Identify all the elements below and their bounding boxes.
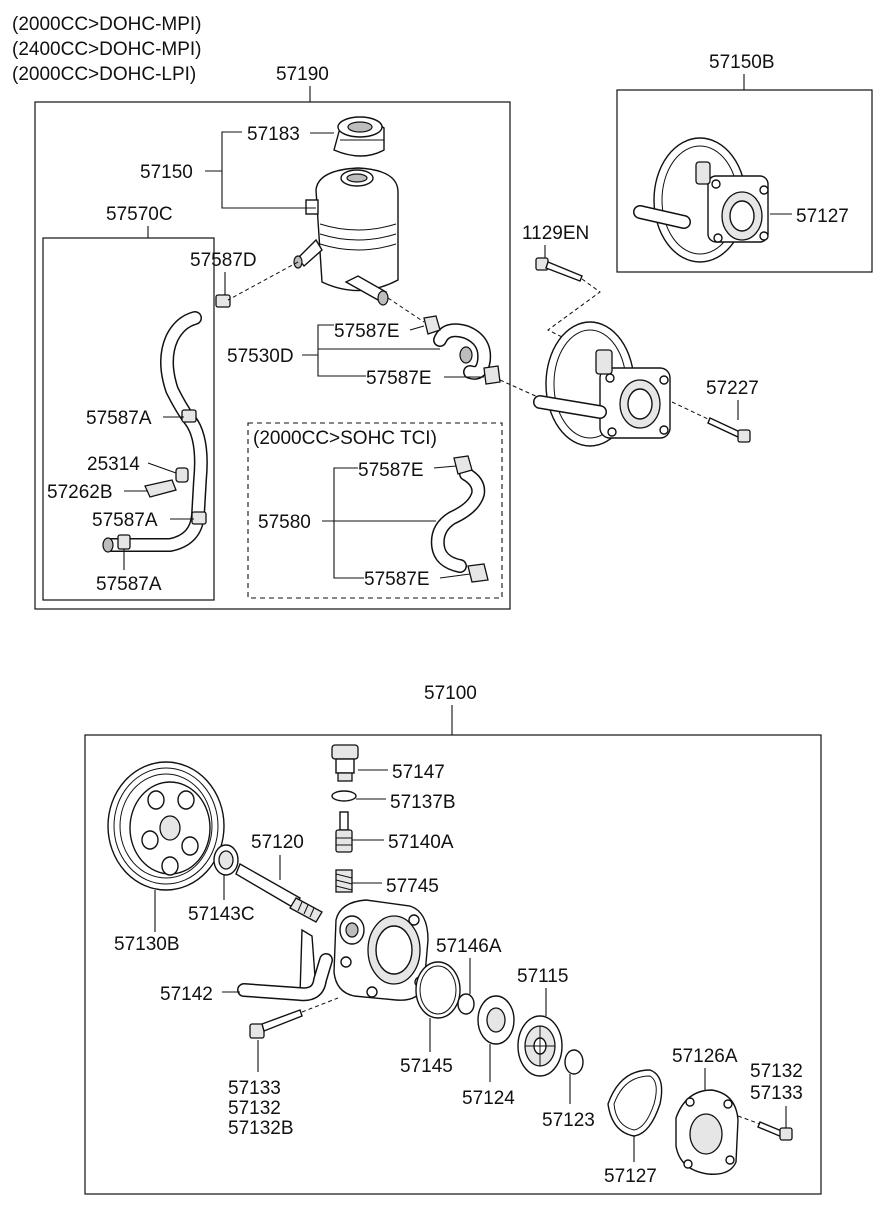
label-57587E-d: 57587E	[364, 569, 430, 590]
label-57530D: 57530D	[227, 346, 294, 367]
label-57150B: 57150B	[709, 52, 775, 73]
cover-57126A	[675, 1089, 739, 1175]
label-57570C: 57570C	[106, 204, 173, 225]
label-57587A-b: 57587A	[92, 510, 158, 531]
o-ring-57146A	[457, 993, 475, 1015]
oil-seal-57143C	[213, 844, 239, 876]
label-57137B: 57137B	[390, 792, 456, 813]
engine-note-3: (2000CC>DOHC-LPI)	[12, 64, 196, 85]
spring-57745	[335, 869, 353, 893]
bolt-57227	[707, 417, 751, 443]
bolt-57132-right	[757, 1121, 793, 1141]
label-57227: 57227	[706, 378, 759, 399]
cartridge-57115	[517, 1015, 563, 1077]
gasket-57127-bottom	[607, 1069, 663, 1137]
pump-body	[333, 899, 429, 1001]
label-57142: 57142	[160, 984, 213, 1005]
pipe-57142	[237, 928, 333, 1002]
bolt-57133-left	[249, 1009, 303, 1039]
supply-hose-57530D	[423, 315, 501, 385]
pump-assy-top-image	[633, 137, 769, 263]
reservoir-tank	[293, 167, 399, 306]
engine-note-2: (2400CC>DOHC-MPI)	[12, 39, 202, 60]
label-57132-b: 57132	[750, 1061, 803, 1082]
label-57190: 57190	[276, 64, 329, 85]
plate-57124	[477, 995, 515, 1045]
label-57147: 57147	[392, 762, 445, 783]
connector-57147	[331, 744, 359, 782]
label-57126A: 57126A	[672, 1046, 738, 1067]
label-57123: 57123	[542, 1110, 595, 1131]
label-57262B: 57262B	[47, 482, 113, 503]
pulley-57130B	[107, 761, 225, 891]
pump-assy-middle-image	[533, 321, 671, 447]
snap-ring-57123	[564, 1049, 584, 1075]
label-57100: 57100	[424, 683, 477, 704]
label-57145: 57145	[400, 1056, 453, 1077]
label-57587E-a: 57587E	[334, 321, 400, 342]
o-ring-57137B	[331, 790, 357, 802]
label-57124: 57124	[462, 1088, 515, 1109]
reservoir-cap	[333, 116, 385, 157]
label-57127-bottom: 57127	[604, 1166, 657, 1187]
engine-note-1: (2000CC>DOHC-MPI)	[12, 14, 202, 35]
label-57130B: 57130B	[114, 934, 180, 955]
label-25314: 25314	[87, 454, 140, 475]
label-57115: 57115	[517, 966, 568, 987]
label-57745: 57745	[386, 876, 439, 897]
label-57587D: 57587D	[190, 250, 257, 271]
label-57580: 57580	[258, 512, 311, 533]
label-57146A: 57146A	[436, 936, 502, 957]
label-57143C: 57143C	[188, 904, 255, 925]
label-57587A-c: 57587A	[96, 574, 162, 595]
hose-assy-box	[42, 237, 215, 601]
sohc-hose-57580	[430, 455, 489, 583]
bolt-1129EN	[535, 257, 583, 282]
return-hose	[102, 311, 208, 553]
label-57133-b: 57133	[750, 1083, 803, 1104]
label-57183: 57183	[247, 124, 300, 145]
label-57587A-a: 57587A	[86, 408, 152, 429]
label-57150: 57150	[140, 162, 193, 183]
label-57132-a: 57132	[228, 1098, 281, 1119]
label-1129EN: 1129EN	[522, 223, 589, 244]
pump-parts-box	[84, 734, 822, 1195]
label-57132B: 57132B	[228, 1118, 294, 1139]
label-57120: 57120	[251, 832, 304, 853]
label-57133-a: 57133	[228, 1078, 281, 1099]
valve-57140A	[335, 811, 353, 853]
o-ring-57145	[415, 961, 461, 1019]
label-57587E-c: 57587E	[358, 460, 424, 481]
sohc-tci-box	[247, 422, 503, 599]
label-57127-top: 57127	[796, 206, 849, 227]
shaft-57120	[235, 862, 323, 923]
clamp-57587D	[215, 294, 231, 308]
reservoir-group-box	[34, 101, 511, 610]
label-57140A: 57140A	[388, 832, 454, 853]
label-57587E-b: 57587E	[366, 368, 432, 389]
sohc-tci-note: (2000CC>SOHC TCI)	[253, 428, 437, 449]
